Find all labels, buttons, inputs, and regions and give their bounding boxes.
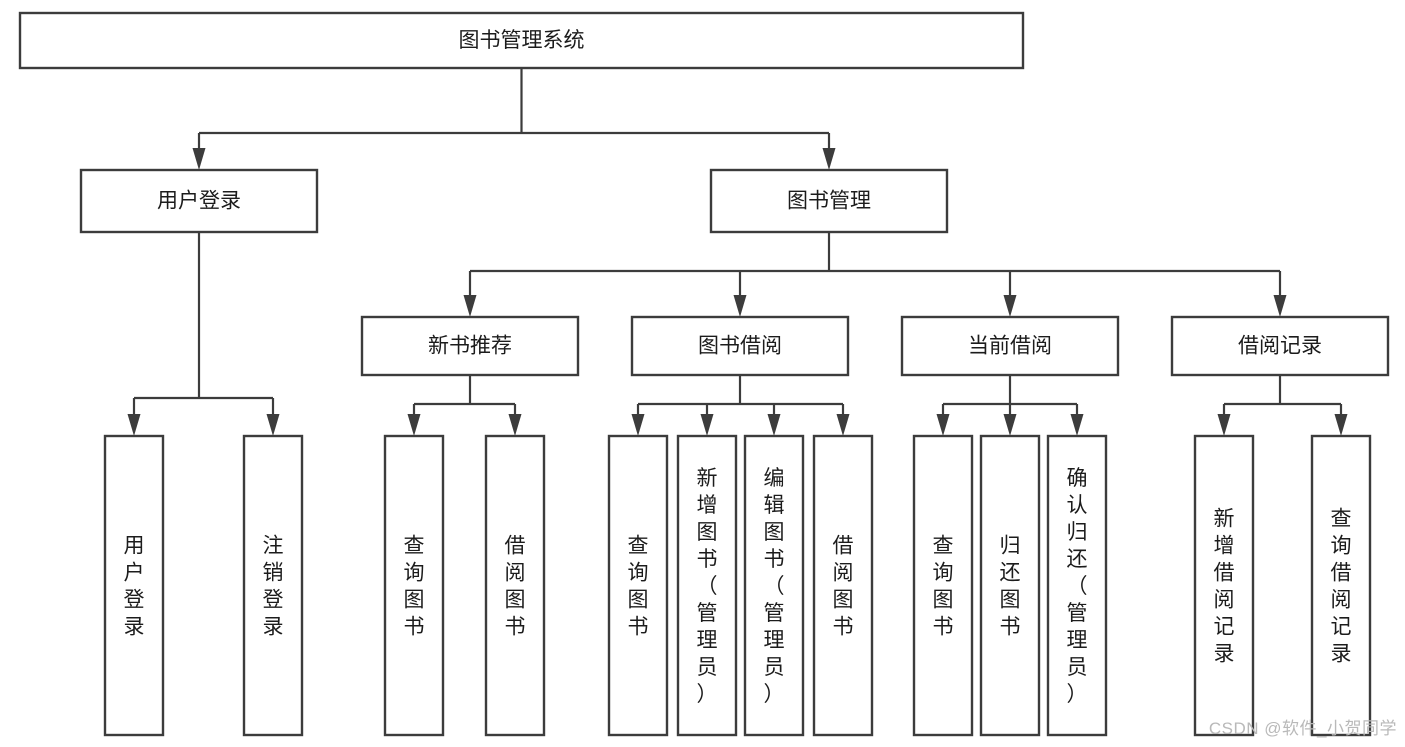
node-box[interactable] (383, 434, 445, 737)
arrow-head-icon (1003, 295, 1017, 317)
arrow-head-icon (836, 414, 850, 436)
node-leaf-borrow-query[interactable]: 查询图书 (607, 434, 669, 737)
node-current[interactable]: 当前借阅 (900, 315, 1120, 377)
arrow-head-icon (1003, 414, 1017, 436)
node-label: 归还图书 (1000, 535, 1021, 639)
node-leaf-user-logout[interactable]: 注销登录 (242, 434, 304, 737)
node-root[interactable]: 图书管理系统 (18, 11, 1025, 70)
arrow-head-icon (936, 414, 950, 436)
node-leaf-current-confirm[interactable]: 确认归还（管理员） (1046, 434, 1108, 737)
node-bookmgmt[interactable]: 图书管理 (709, 168, 949, 234)
arrow-head-icon (508, 414, 522, 436)
arrow-head-icon (733, 295, 747, 317)
connector-group-records (1217, 375, 1348, 436)
node-box[interactable] (79, 168, 319, 234)
node-box[interactable] (1193, 434, 1255, 737)
edges-layer (127, 68, 1348, 436)
node-box[interactable] (912, 434, 974, 737)
connector-group-current (936, 375, 1084, 436)
arrow-head-icon (1070, 414, 1084, 436)
arrow-head-icon (463, 295, 477, 317)
arrow-head-icon (1334, 414, 1348, 436)
node-leaf-new-query[interactable]: 查询图书 (383, 434, 445, 737)
node-label: 查询借阅记录 (1331, 508, 1352, 666)
node-label: 查询图书 (628, 535, 649, 639)
node-box[interactable] (812, 434, 874, 737)
node-label: 图书借阅 (698, 335, 782, 358)
node-box[interactable] (900, 315, 1120, 377)
node-box[interactable] (18, 11, 1025, 70)
node-box[interactable] (743, 434, 805, 737)
node-leaf-records-add[interactable]: 新增借阅记录 (1193, 434, 1255, 737)
node-leaf-current-return[interactable]: 归还图书 (979, 434, 1041, 737)
node-label: 确认归还（管理员） (1067, 467, 1088, 706)
connector-group-login (127, 232, 280, 436)
node-box[interactable] (484, 434, 546, 737)
node-label: 新增借阅记录 (1214, 508, 1235, 666)
arrow-head-icon (127, 414, 141, 436)
node-label: 借阅图书 (505, 535, 526, 639)
arrow-head-icon (767, 414, 781, 436)
node-leaf-user-login[interactable]: 用户登录 (103, 434, 165, 737)
arrow-head-icon (192, 148, 206, 170)
node-label: 借阅记录 (1238, 335, 1322, 358)
node-label: 新增图书（管理员） (697, 467, 718, 706)
node-box[interactable] (607, 434, 669, 737)
arrow-head-icon (631, 414, 645, 436)
node-label: 用户登录 (124, 535, 145, 639)
node-leaf-new-borrow[interactable]: 借阅图书 (484, 434, 546, 737)
node-newbook[interactable]: 新书推荐 (360, 315, 580, 377)
node-label: 查询图书 (933, 535, 954, 639)
node-box[interactable] (360, 315, 580, 377)
arrow-head-icon (1273, 295, 1287, 317)
node-box[interactable] (709, 168, 949, 234)
node-leaf-borrow-lend[interactable]: 借阅图书 (812, 434, 874, 737)
connector-group-bookmgmt (463, 232, 1287, 317)
arrow-head-icon (407, 414, 421, 436)
node-label: 借阅图书 (833, 535, 854, 639)
node-box[interactable] (1310, 434, 1372, 737)
node-label: 注销登录 (263, 535, 284, 639)
node-leaf-borrow-edit[interactable]: 编辑图书（管理员） (743, 434, 805, 737)
node-box[interactable] (103, 434, 165, 737)
node-leaf-records-query[interactable]: 查询借阅记录 (1310, 434, 1372, 737)
node-box[interactable] (979, 434, 1041, 737)
node-leaf-borrow-add[interactable]: 新增图书（管理员） (676, 434, 738, 737)
node-label: 编辑图书（管理员） (764, 467, 785, 706)
node-box[interactable] (1170, 315, 1390, 377)
arrow-head-icon (822, 148, 836, 170)
connector-group-root (192, 68, 836, 170)
node-leaf-current-query[interactable]: 查询图书 (912, 434, 974, 737)
node-box[interactable] (1046, 434, 1108, 737)
node-label: 图书管理 (787, 190, 871, 213)
connector-group-borrow (631, 375, 850, 436)
node-records[interactable]: 借阅记录 (1170, 315, 1390, 377)
node-label: 当前借阅 (968, 335, 1052, 358)
node-box[interactable] (630, 315, 850, 377)
nodes-layer: 图书管理系统用户登录图书管理新书推荐图书借阅当前借阅借阅记录用户登录注销登录查询… (18, 11, 1390, 737)
node-login[interactable]: 用户登录 (79, 168, 319, 234)
node-borrow[interactable]: 图书借阅 (630, 315, 850, 377)
node-label: 查询图书 (404, 535, 425, 639)
node-label: 用户登录 (157, 190, 241, 213)
node-label: 新书推荐 (428, 335, 512, 358)
arrow-head-icon (700, 414, 714, 436)
node-box[interactable] (242, 434, 304, 737)
connector-group-newbook (407, 375, 522, 436)
arrow-head-icon (1217, 414, 1231, 436)
node-box[interactable] (676, 434, 738, 737)
node-label: 图书管理系统 (459, 29, 585, 52)
arrow-head-icon (266, 414, 280, 436)
